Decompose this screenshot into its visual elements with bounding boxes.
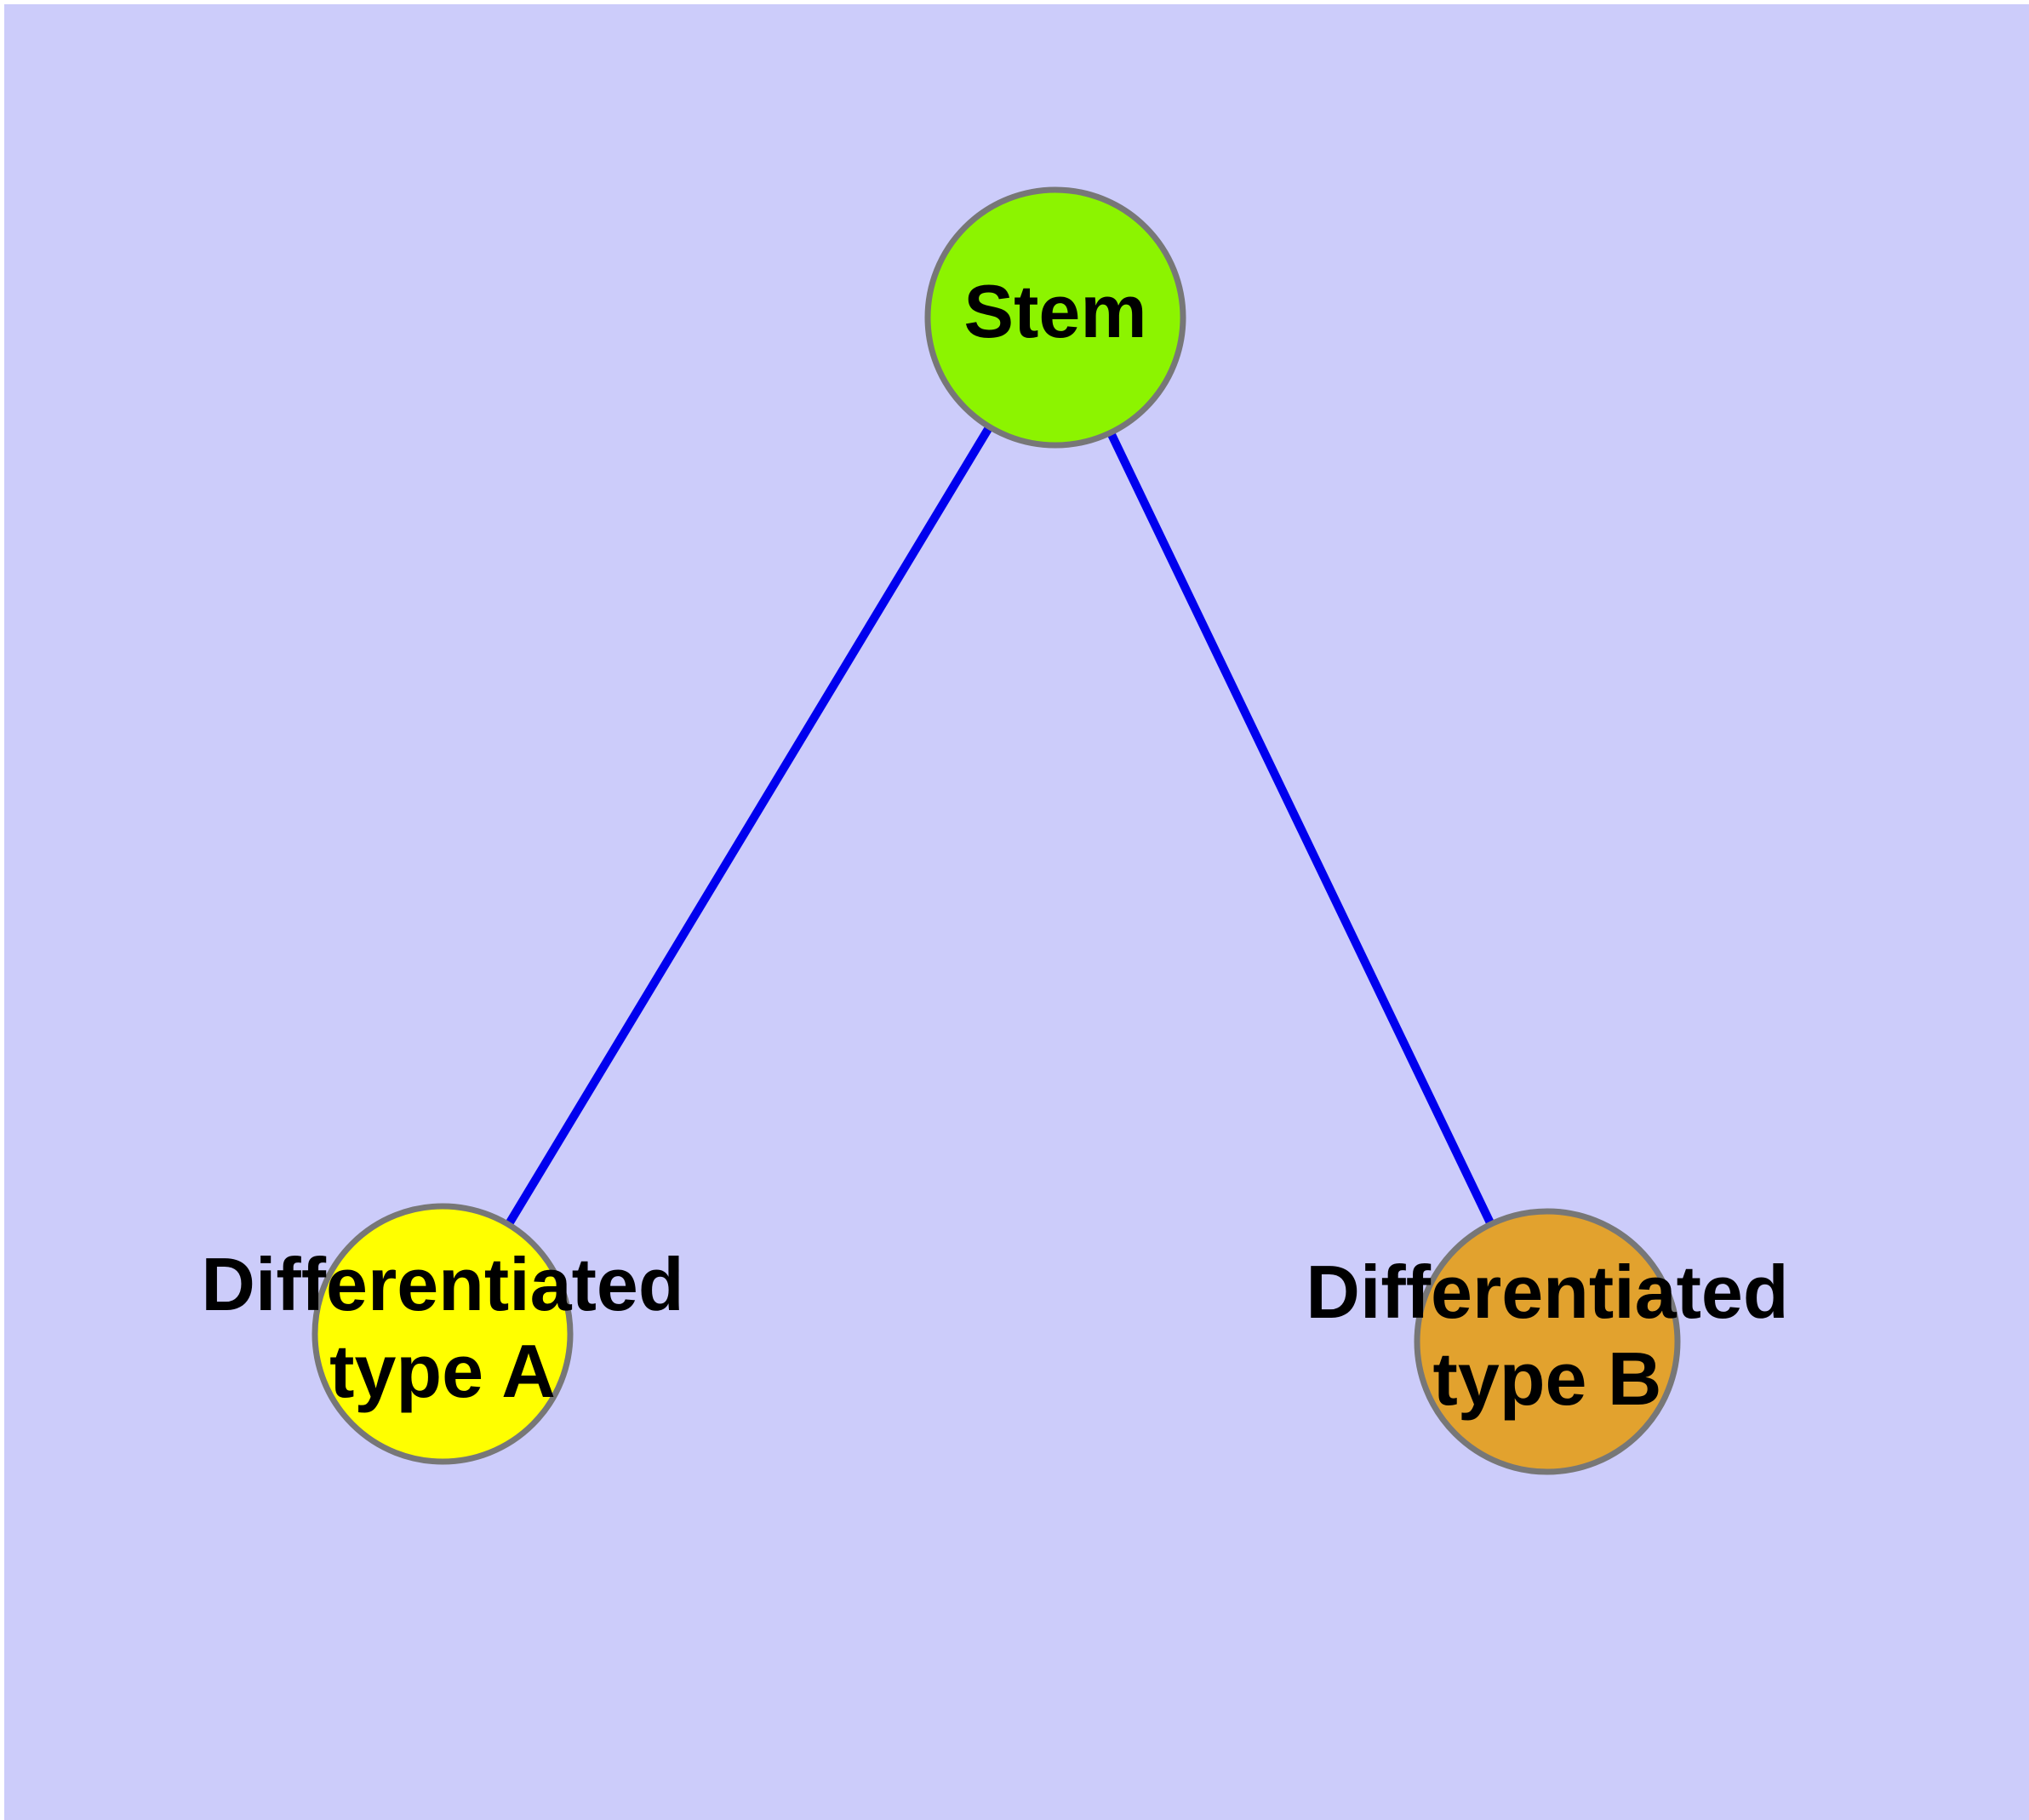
- node-label-line: type B: [1433, 1336, 1662, 1421]
- edges-group: [505, 424, 1495, 1228]
- node-label-stem: Stem: [963, 269, 1146, 353]
- node-circle-stem[interactable]: [924, 186, 1186, 449]
- node-circle-diff_a[interactable]: [311, 1203, 574, 1465]
- node-label-line: Differentiated: [201, 1242, 683, 1326]
- graph-node-stem[interactable]: Stem: [924, 186, 1186, 449]
- graph-edge-stem-diff_b[interactable]: [1106, 431, 1495, 1227]
- node-label-line: Differentiated: [1306, 1250, 1788, 1334]
- node-label-line: type A: [329, 1329, 556, 1413]
- node-circle-diff_b[interactable]: [1414, 1208, 1681, 1475]
- graph-edge-stem-diff_a[interactable]: [505, 424, 993, 1228]
- node-label-line: Stem: [963, 269, 1146, 353]
